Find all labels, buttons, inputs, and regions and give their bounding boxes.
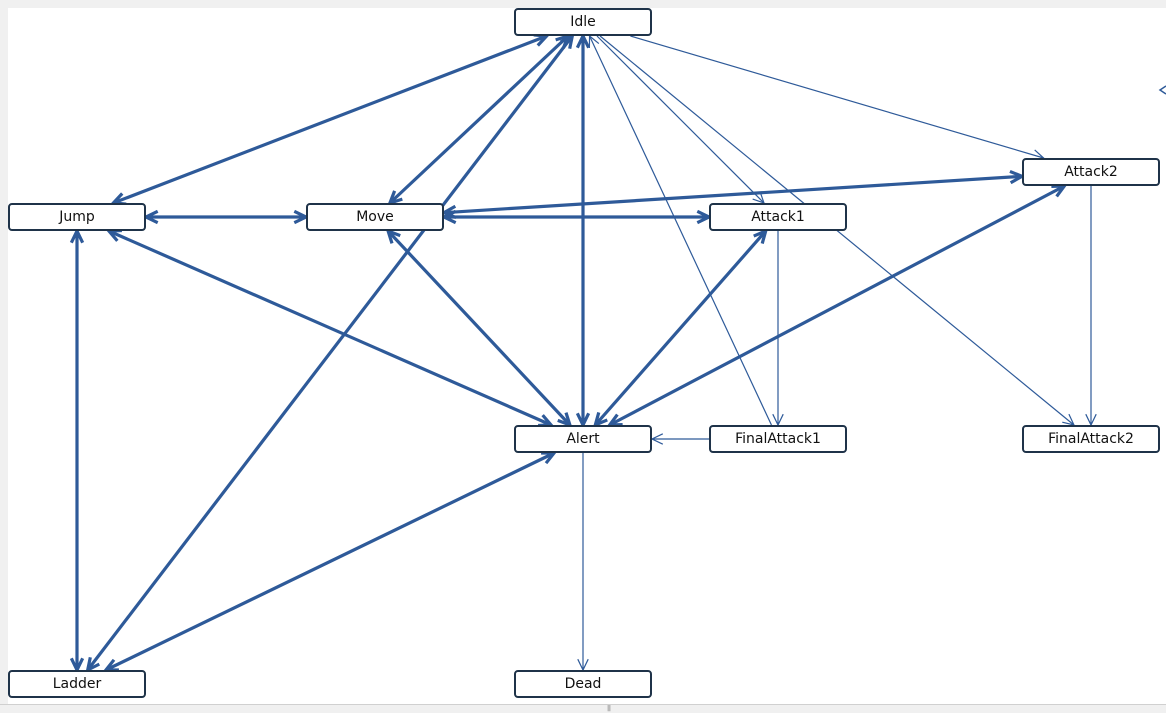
transition-finalattack1-idle[interactable] [589,35,772,426]
transition-idle-attack2[interactable] [630,35,1044,159]
arrowhead-move-attack2-start [440,204,457,220]
state-node-ladder[interactable]: Ladder [8,670,146,698]
state-node-finalattack1[interactable]: FinalAttack1 [709,425,847,453]
transition-idle-attack1[interactable] [596,35,765,204]
transition-idle-ladder[interactable] [86,35,574,671]
resize-grip-icon[interactable]: ||| [607,705,611,712]
state-node-attack2[interactable]: Attack2 [1022,158,1160,186]
state-node-attack1[interactable]: Attack1 [709,203,847,231]
state-node-idle[interactable]: Idle [514,8,652,36]
arrowhead-alert-attack1-end [753,228,769,244]
arrowhead-jump-move-start [142,209,159,225]
transition-alert-attack2[interactable] [608,184,1066,427]
transition-idle-move[interactable] [388,34,570,205]
arrowhead-finalattack1-idle-end [588,34,600,49]
arrowhead-jump-ladder-start [69,227,85,244]
horizontal-scrollbar[interactable] [0,704,1166,713]
state-node-alert[interactable]: Alert [514,425,652,453]
state-machine-canvas[interactable] [8,8,1166,704]
transition-jump-alert[interactable] [108,229,552,427]
arrowhead-alert-attack2-end [1051,184,1068,198]
arrowhead-finalattack1-alert-end [650,433,664,445]
arrowhead-move-alert-start [385,228,401,244]
arrowhead-idle-ladder-start [559,33,575,50]
state-node-dead[interactable]: Dead [514,670,652,698]
state-node-jump[interactable]: Jump [8,203,146,231]
transition-ladder-alert[interactable] [105,451,555,672]
transition-alert-attack1[interactable] [594,229,767,427]
state-node-finalattack2[interactable]: FinalAttack2 [1022,425,1160,453]
arrowhead-ladder-alert-end [541,451,558,465]
arrowhead-idle-alert-start [575,32,591,49]
transition-idle-jump[interactable] [112,34,548,205]
transition-move-attack2[interactable] [443,174,1023,215]
offscreen-arrow-icon [1158,85,1166,95]
state-node-move[interactable]: Move [306,203,444,231]
transition-move-alert[interactable] [386,229,572,427]
